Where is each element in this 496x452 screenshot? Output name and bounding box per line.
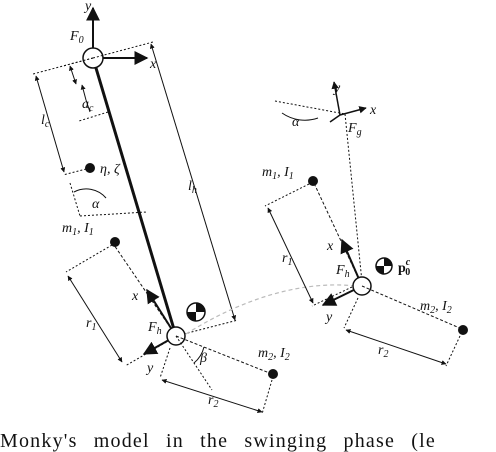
r1-left-dim bbox=[67, 275, 123, 363]
alpha-left-ref2 bbox=[79, 211, 148, 217]
m2-left-point bbox=[268, 369, 278, 379]
m2-left-link bbox=[175, 335, 273, 375]
r1-right-ext-b bbox=[311, 286, 353, 307]
m2-right-link bbox=[361, 285, 463, 330]
label-m2I2-left: m2, I2 bbox=[258, 346, 290, 363]
r1-right-dim bbox=[267, 207, 314, 304]
label-y-hand-left: y bbox=[145, 361, 154, 376]
label-r2-left: r2 bbox=[208, 393, 218, 410]
label-x-top: x bbox=[149, 57, 157, 72]
alpha-left-arc bbox=[73, 188, 107, 199]
r2-left-ext-a bbox=[159, 347, 171, 379]
r2-right-ext-b bbox=[445, 335, 461, 367]
label-y-top: y bbox=[83, 0, 92, 14]
label-Fh-left: Fh bbox=[147, 320, 162, 337]
lh-dim-line bbox=[149, 43, 237, 321]
label-r1-right: r1 bbox=[282, 251, 292, 268]
label-y-right: y bbox=[324, 310, 333, 325]
m1-left-link bbox=[111, 241, 177, 337]
frame-g-x-axis bbox=[339, 106, 367, 116]
lh-ext-top bbox=[92, 41, 154, 59]
r2-right-dim bbox=[345, 329, 447, 365]
alpha-right-ref2 bbox=[344, 113, 363, 283]
m1-right-point bbox=[308, 176, 318, 186]
r1-left-ext-a bbox=[65, 244, 113, 273]
lh-ext-bottom bbox=[175, 319, 239, 337]
label-lh: lh bbox=[188, 179, 197, 196]
ac-dim-a bbox=[80, 84, 87, 101]
frame-g-y-axis bbox=[331, 81, 341, 116]
label-Fh-right: Fh bbox=[335, 263, 350, 280]
label-beta: β bbox=[199, 351, 207, 366]
label-r1-left: r1 bbox=[86, 316, 96, 333]
alpha-left-ref bbox=[69, 182, 81, 217]
label-lc: lc bbox=[41, 113, 50, 130]
figure-caption: Monky's model in the swinging phase (le bbox=[0, 430, 436, 452]
label-alpha-left: α bbox=[92, 197, 100, 212]
com-left-icon bbox=[186, 302, 206, 322]
m2-right-point bbox=[458, 325, 468, 335]
diagram-canvas: F0 y x ac lc lh η, ζ α m1, I1 r1 x y Fh … bbox=[32, 0, 468, 415]
label-m1I1-right: m1, I1 bbox=[262, 165, 294, 182]
ac-dim-line bbox=[69, 65, 77, 85]
r1-right-ext-a bbox=[264, 183, 310, 207]
r2-left-dim bbox=[161, 378, 263, 414]
label-m2I2-right: m2, I2 bbox=[420, 299, 452, 316]
label-x-right: x bbox=[326, 239, 334, 254]
alpha-right-arc bbox=[281, 112, 319, 121]
m1-right-link bbox=[312, 180, 363, 287]
label-eta-zeta: η, ζ bbox=[100, 162, 121, 177]
frame-g-stub bbox=[329, 114, 341, 123]
label-x-g: x bbox=[369, 103, 377, 118]
ac-dim-b bbox=[85, 99, 91, 113]
com-right-icon bbox=[375, 257, 393, 275]
r2-left-ext-b bbox=[261, 379, 273, 415]
eta-zeta-point bbox=[85, 163, 95, 173]
lc-dim-line bbox=[34, 75, 66, 173]
label-Fg: Fg bbox=[347, 121, 362, 138]
label-x-hand-left: x bbox=[131, 289, 139, 304]
label-F0: F0 bbox=[69, 29, 84, 46]
label-r2-right: r2 bbox=[378, 343, 388, 360]
r2-right-ext-a bbox=[343, 297, 359, 329]
label-ac: ac bbox=[82, 97, 94, 114]
m1-left-point bbox=[110, 237, 120, 247]
beta-arc bbox=[193, 346, 205, 364]
label-m1I1-left: m1, I1 bbox=[62, 221, 94, 238]
alpha-right-ref bbox=[274, 100, 346, 115]
ac-ext-bottom bbox=[78, 111, 109, 122]
label-y-g: y bbox=[332, 81, 341, 96]
label-alpha-right: α bbox=[292, 115, 300, 130]
